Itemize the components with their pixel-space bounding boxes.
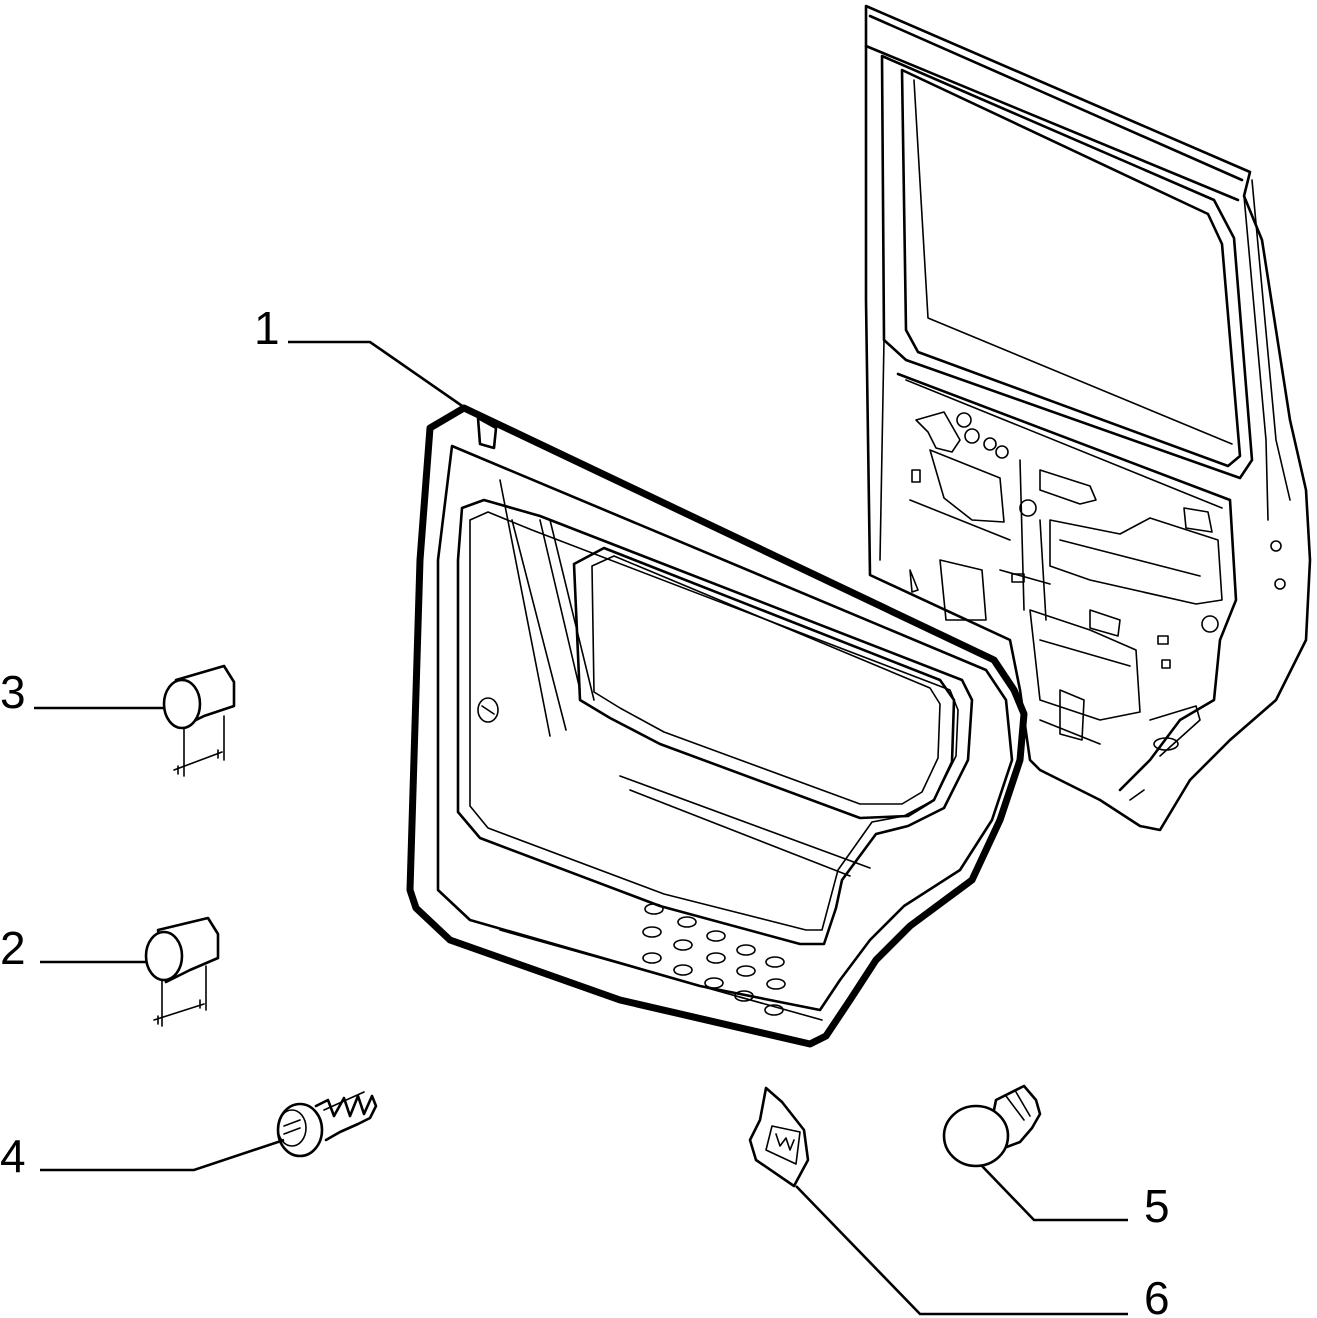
leader-lines <box>34 340 1128 1316</box>
callout-1: 1 <box>254 302 280 354</box>
door-trim-panel <box>406 404 1028 1048</box>
leader-line-4 <box>40 1138 285 1172</box>
door-frame <box>864 4 1312 832</box>
callout-4: 4 <box>0 1130 26 1182</box>
callout-2: 2 <box>0 922 26 974</box>
leader-line-6 <box>795 1185 1128 1316</box>
speaker-grille <box>642 903 786 1016</box>
clip-part-6 <box>748 1086 810 1188</box>
clip-part-3 <box>162 664 236 777</box>
callout-numbers: 1 3 2 4 5 6 <box>0 302 1170 1318</box>
clip-part-2 <box>144 916 220 1027</box>
clip-part-5 <box>942 1084 1042 1168</box>
callout-6: 6 <box>1144 1272 1170 1318</box>
callout-5: 5 <box>1144 1180 1170 1232</box>
callout-3: 3 <box>0 666 26 718</box>
leader-line-1 <box>288 340 469 412</box>
leader-line-5 <box>981 1165 1128 1222</box>
screw-part-4 <box>276 1091 378 1158</box>
